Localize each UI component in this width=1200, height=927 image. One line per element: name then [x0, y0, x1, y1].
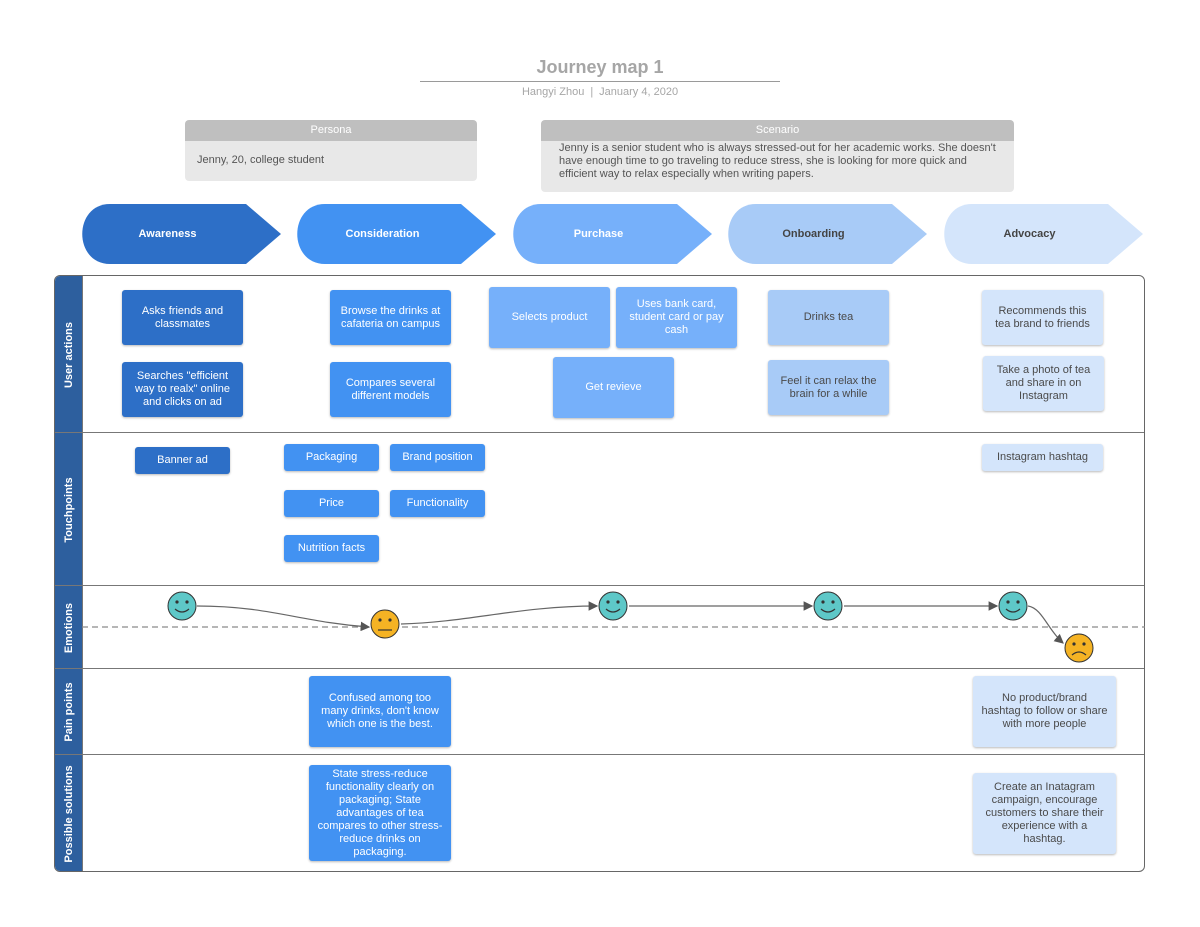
author: Hangyi Zhou [521, 86, 585, 98]
stage-purchase: Purchase [513, 204, 712, 264]
stage-arrow-shape [944, 204, 1143, 264]
touchpoint-card: Brand position [390, 444, 485, 471]
title-divider [420, 81, 780, 82]
lane-divider [55, 585, 1144, 586]
lane-divider-vertical [82, 276, 83, 871]
action-card: Feel it can relax the brain for a while [768, 360, 889, 415]
pain-point-card: Confused among too many drinks, don't kn… [309, 676, 451, 747]
happy-face-icon [167, 591, 197, 621]
lane-label-touchpoints: Touchpoints [55, 433, 82, 586]
action-card: Uses bank card, student card or pay cash [616, 287, 737, 348]
lane-label-pain-points: Pain points [55, 669, 82, 755]
lane-label-user-actions: User actions [55, 276, 82, 433]
persona-text: Jenny, 20, college student [185, 141, 477, 181]
touchpoint-card: Price [284, 490, 379, 517]
stage-consideration: Consideration [297, 204, 496, 264]
stage-label: Consideration [345, 228, 420, 240]
scenario-header: Scenario [541, 120, 1014, 141]
scenario-text: Jenny is a senior student who is always … [541, 141, 1014, 192]
action-card: Drinks tea [768, 290, 889, 345]
touchpoint-card: Banner ad [135, 447, 230, 474]
action-card: Take a photo of tea and share in on Inst… [983, 356, 1104, 411]
stage-arrow-shape [728, 204, 927, 264]
action-card: Get revieve [553, 357, 674, 418]
lane-divider [55, 754, 1144, 755]
emotion-connector [196, 605, 371, 632]
action-card: Browse the drinks at cafateria on campus [330, 290, 451, 345]
subtitle-separator: | [590, 86, 594, 98]
lane-label-solutions: Possible solutions [55, 755, 82, 871]
touchpoint-card: Packaging [284, 444, 379, 471]
stage-onboarding: Onboarding [728, 204, 927, 264]
action-card: Compares several different models [330, 362, 451, 417]
persona-header: Persona [185, 120, 477, 141]
happy-face-icon [598, 591, 628, 621]
lane-divider [55, 668, 1144, 669]
solution-card: Create an Inatagram campaign, encourage … [973, 773, 1116, 854]
touchpoint-card: Functionality [390, 490, 485, 517]
action-card: Searches "efficient way to realx" online… [122, 362, 243, 417]
emotion-connector [1027, 605, 1064, 644]
date: January 4, 2020 [599, 86, 679, 98]
solution-card: State stress-reduce functionality clearl… [309, 765, 451, 861]
stage-label: Onboarding [782, 228, 845, 240]
stage-label: Awareness [138, 228, 197, 240]
happy-face-icon [813, 591, 843, 621]
touchpoint-card: Instagram hashtag [982, 444, 1103, 471]
stage-arrow-shape [82, 204, 281, 264]
stage-label: Advocacy [1003, 228, 1056, 240]
action-card: Asks friends and classmates [122, 290, 243, 345]
stage-advocacy: Advocacy [944, 204, 1143, 264]
lane-label-emotions: Emotions [55, 586, 82, 669]
pain-point-card: No product/brand hashtag to follow or sh… [973, 676, 1116, 747]
happy-face-icon [998, 591, 1028, 621]
action-card: Selects product [489, 287, 610, 348]
touchpoint-card: Nutrition facts [284, 535, 379, 562]
lane-divider [55, 432, 1144, 433]
subtitle: Hangyi Zhou | January 4, 2020 [420, 86, 780, 98]
stage-arrow-shape [513, 204, 712, 264]
action-card: Recommends this tea brand to friends [982, 290, 1103, 345]
stage-arrow-shape [297, 204, 496, 264]
neutral-face-icon [370, 609, 400, 639]
sad-face-icon [1064, 633, 1094, 663]
stage-awareness: Awareness [82, 204, 281, 264]
stage-label: Purchase [573, 228, 624, 240]
page-title: Journey map 1 [536, 57, 664, 77]
emotion-connector [400, 601, 599, 625]
swimlane-board: User actions Touchpoints Emotions Pain p… [54, 275, 1145, 872]
